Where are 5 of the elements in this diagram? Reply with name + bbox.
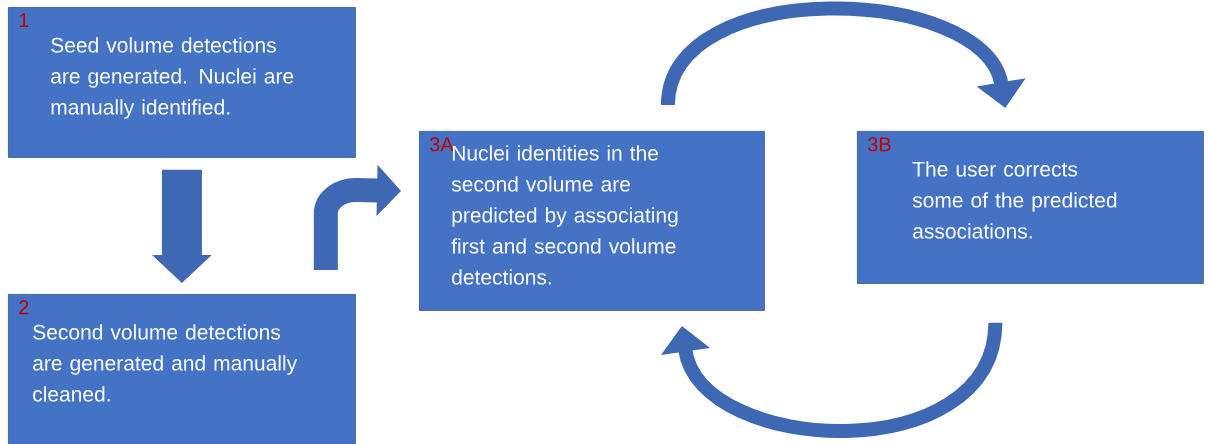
block-arrow bbox=[660, 321, 1003, 438]
process-box: 1 Seed volume detections are generated. Nuclei are manually identified. bbox=[8, 7, 356, 158]
process-box: 2 Second volume detections are generated and manually cleaned. bbox=[8, 294, 356, 444]
process-box: 3B The user corrects some of the predicted associations. bbox=[857, 131, 1204, 284]
process-box: 3ANuclei identities in the second volume are predicted by associating first and second volume detections. bbox=[419, 131, 765, 311]
